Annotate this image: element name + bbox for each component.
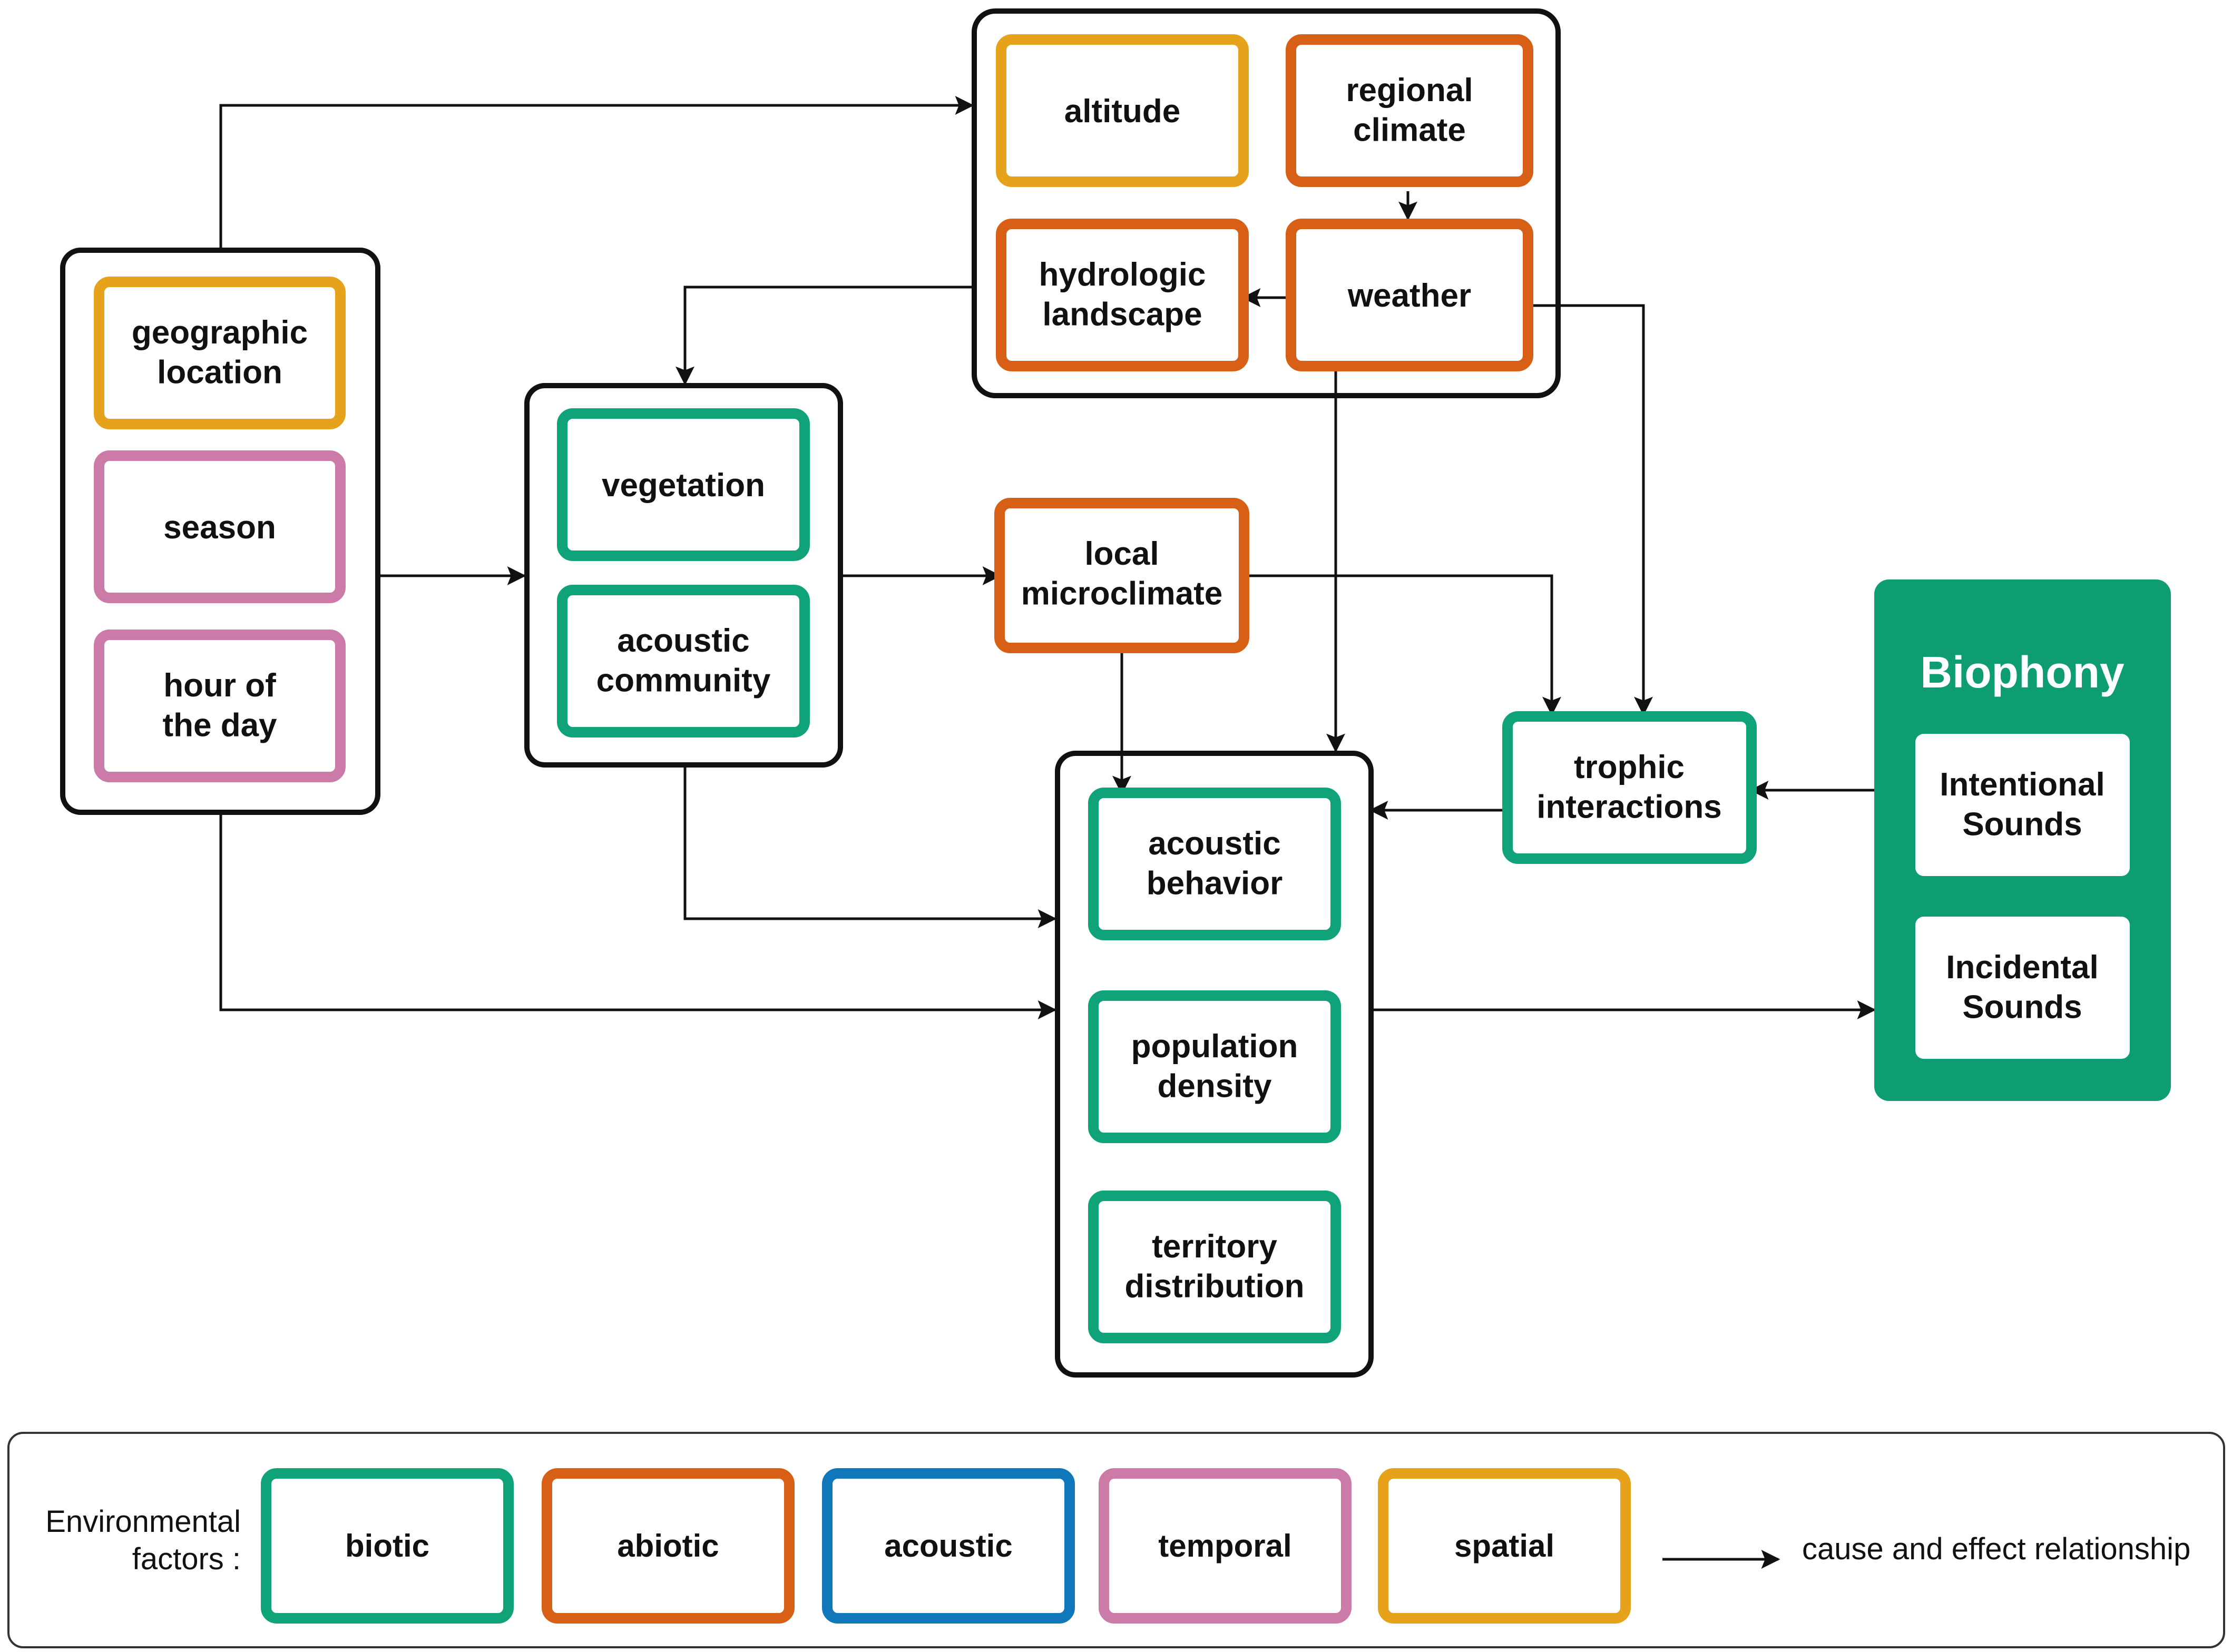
node-season bbox=[94, 450, 346, 603]
biophony-title: Biophony bbox=[1920, 647, 2125, 697]
legend-arrow-label: cause and effect relationship bbox=[1802, 1532, 2190, 1566]
label-altitude: altitude bbox=[1064, 93, 1180, 130]
label-line: the day bbox=[162, 707, 277, 744]
label-line: Intentional bbox=[1940, 766, 2104, 803]
label-line: distribution bbox=[1125, 1268, 1305, 1305]
label-trophic-interactions: trophic interactions bbox=[1536, 749, 1721, 825]
label-vegetation: vegetation bbox=[602, 467, 765, 504]
label-hydrologic-landscape: hydrologic landscape bbox=[1039, 257, 1206, 333]
group-location-time bbox=[60, 248, 380, 815]
legend-swatch-abiotic bbox=[542, 1468, 795, 1624]
legend-swatch-biotic bbox=[261, 1468, 514, 1624]
label-geographic-location: geographic location bbox=[132, 314, 308, 391]
containers bbox=[60, 8, 1561, 1378]
group-vegetation bbox=[524, 383, 843, 768]
legend-label-acoustic: acoustic bbox=[884, 1528, 1012, 1564]
node-geographic-location bbox=[94, 277, 346, 429]
label-line: landscape bbox=[1042, 297, 1202, 333]
node-hydrologic-landscape bbox=[996, 219, 1249, 371]
label-season: season bbox=[163, 509, 276, 546]
node-territory-distribution bbox=[1088, 1191, 1341, 1343]
label-line: climate bbox=[1353, 112, 1466, 149]
node-trophic-interactions bbox=[1502, 711, 1757, 864]
arrow-location-to-behavior bbox=[219, 812, 1057, 1019]
arrow-landscape-to-vegetation bbox=[676, 286, 974, 386]
label-acoustic-community: acoustic community bbox=[596, 623, 771, 699]
label-line: trophic bbox=[1574, 749, 1685, 785]
arrow-vegetation-to-behavior bbox=[683, 765, 1057, 928]
label-line: community bbox=[596, 663, 771, 699]
arrow-geo-to-altitude bbox=[219, 96, 974, 248]
legend-swatch-temporal bbox=[1099, 1468, 1352, 1624]
node-altitude bbox=[996, 34, 1249, 187]
label-local-microclimate: local microclimate bbox=[1021, 536, 1223, 612]
nodes bbox=[94, 34, 1757, 1343]
label-line: regional bbox=[1346, 72, 1473, 109]
legend-swatch-acoustic bbox=[822, 1468, 1075, 1624]
label-line: Incidental bbox=[1946, 949, 2098, 986]
arrow-weather-to-trophic bbox=[1528, 304, 1653, 716]
node-regional-climate bbox=[1286, 34, 1533, 187]
legend-swatch-spatial bbox=[1378, 1468, 1631, 1624]
label-line: hydrologic bbox=[1039, 257, 1206, 293]
label-weather: weather bbox=[1347, 278, 1471, 314]
label-line: location bbox=[157, 355, 282, 391]
intentional-sounds-box bbox=[1915, 734, 2130, 876]
label-line: Environmental bbox=[45, 1504, 241, 1539]
legend-label-abiotic: abiotic bbox=[617, 1528, 719, 1564]
connectors bbox=[219, 96, 1878, 1019]
node-hour-of-day bbox=[94, 630, 346, 782]
label-line: local bbox=[1084, 536, 1159, 572]
label-line: behavior bbox=[1147, 866, 1283, 902]
node-vegetation bbox=[557, 408, 810, 561]
incidental-sounds-box bbox=[1915, 917, 2130, 1059]
legend-label-biotic: biotic bbox=[345, 1528, 429, 1564]
label-line: territory bbox=[1152, 1228, 1277, 1265]
node-acoustic-behavior bbox=[1088, 788, 1341, 940]
group-population bbox=[1055, 751, 1374, 1378]
label-line: acoustic bbox=[617, 623, 750, 659]
node-local-microclimate bbox=[994, 498, 1249, 653]
legend-label-spatial: spatial bbox=[1454, 1528, 1554, 1564]
node-acoustic-community bbox=[557, 585, 810, 738]
arrow-microclimate-to-trophic bbox=[1244, 574, 1561, 716]
label-line: factors : bbox=[132, 1542, 241, 1576]
label-acoustic-behavior: acoustic behavior bbox=[1147, 825, 1283, 902]
legend-label-temporal: temporal bbox=[1158, 1528, 1291, 1564]
label-line: population bbox=[1131, 1028, 1298, 1065]
node-population-density bbox=[1088, 990, 1341, 1143]
label-line: acoustic bbox=[1148, 825, 1281, 862]
label-line: microclimate bbox=[1021, 576, 1223, 612]
group-landscape bbox=[972, 8, 1561, 398]
node-weather bbox=[1286, 219, 1533, 371]
label-line: Sounds bbox=[1962, 989, 2082, 1026]
label-line: hour of bbox=[163, 667, 276, 704]
label-line: geographic bbox=[132, 314, 308, 351]
label-line: interactions bbox=[1536, 789, 1721, 825]
label-line: Sounds bbox=[1962, 807, 2082, 843]
label-line: density bbox=[1157, 1068, 1272, 1105]
legend-frame bbox=[7, 1432, 2225, 1648]
